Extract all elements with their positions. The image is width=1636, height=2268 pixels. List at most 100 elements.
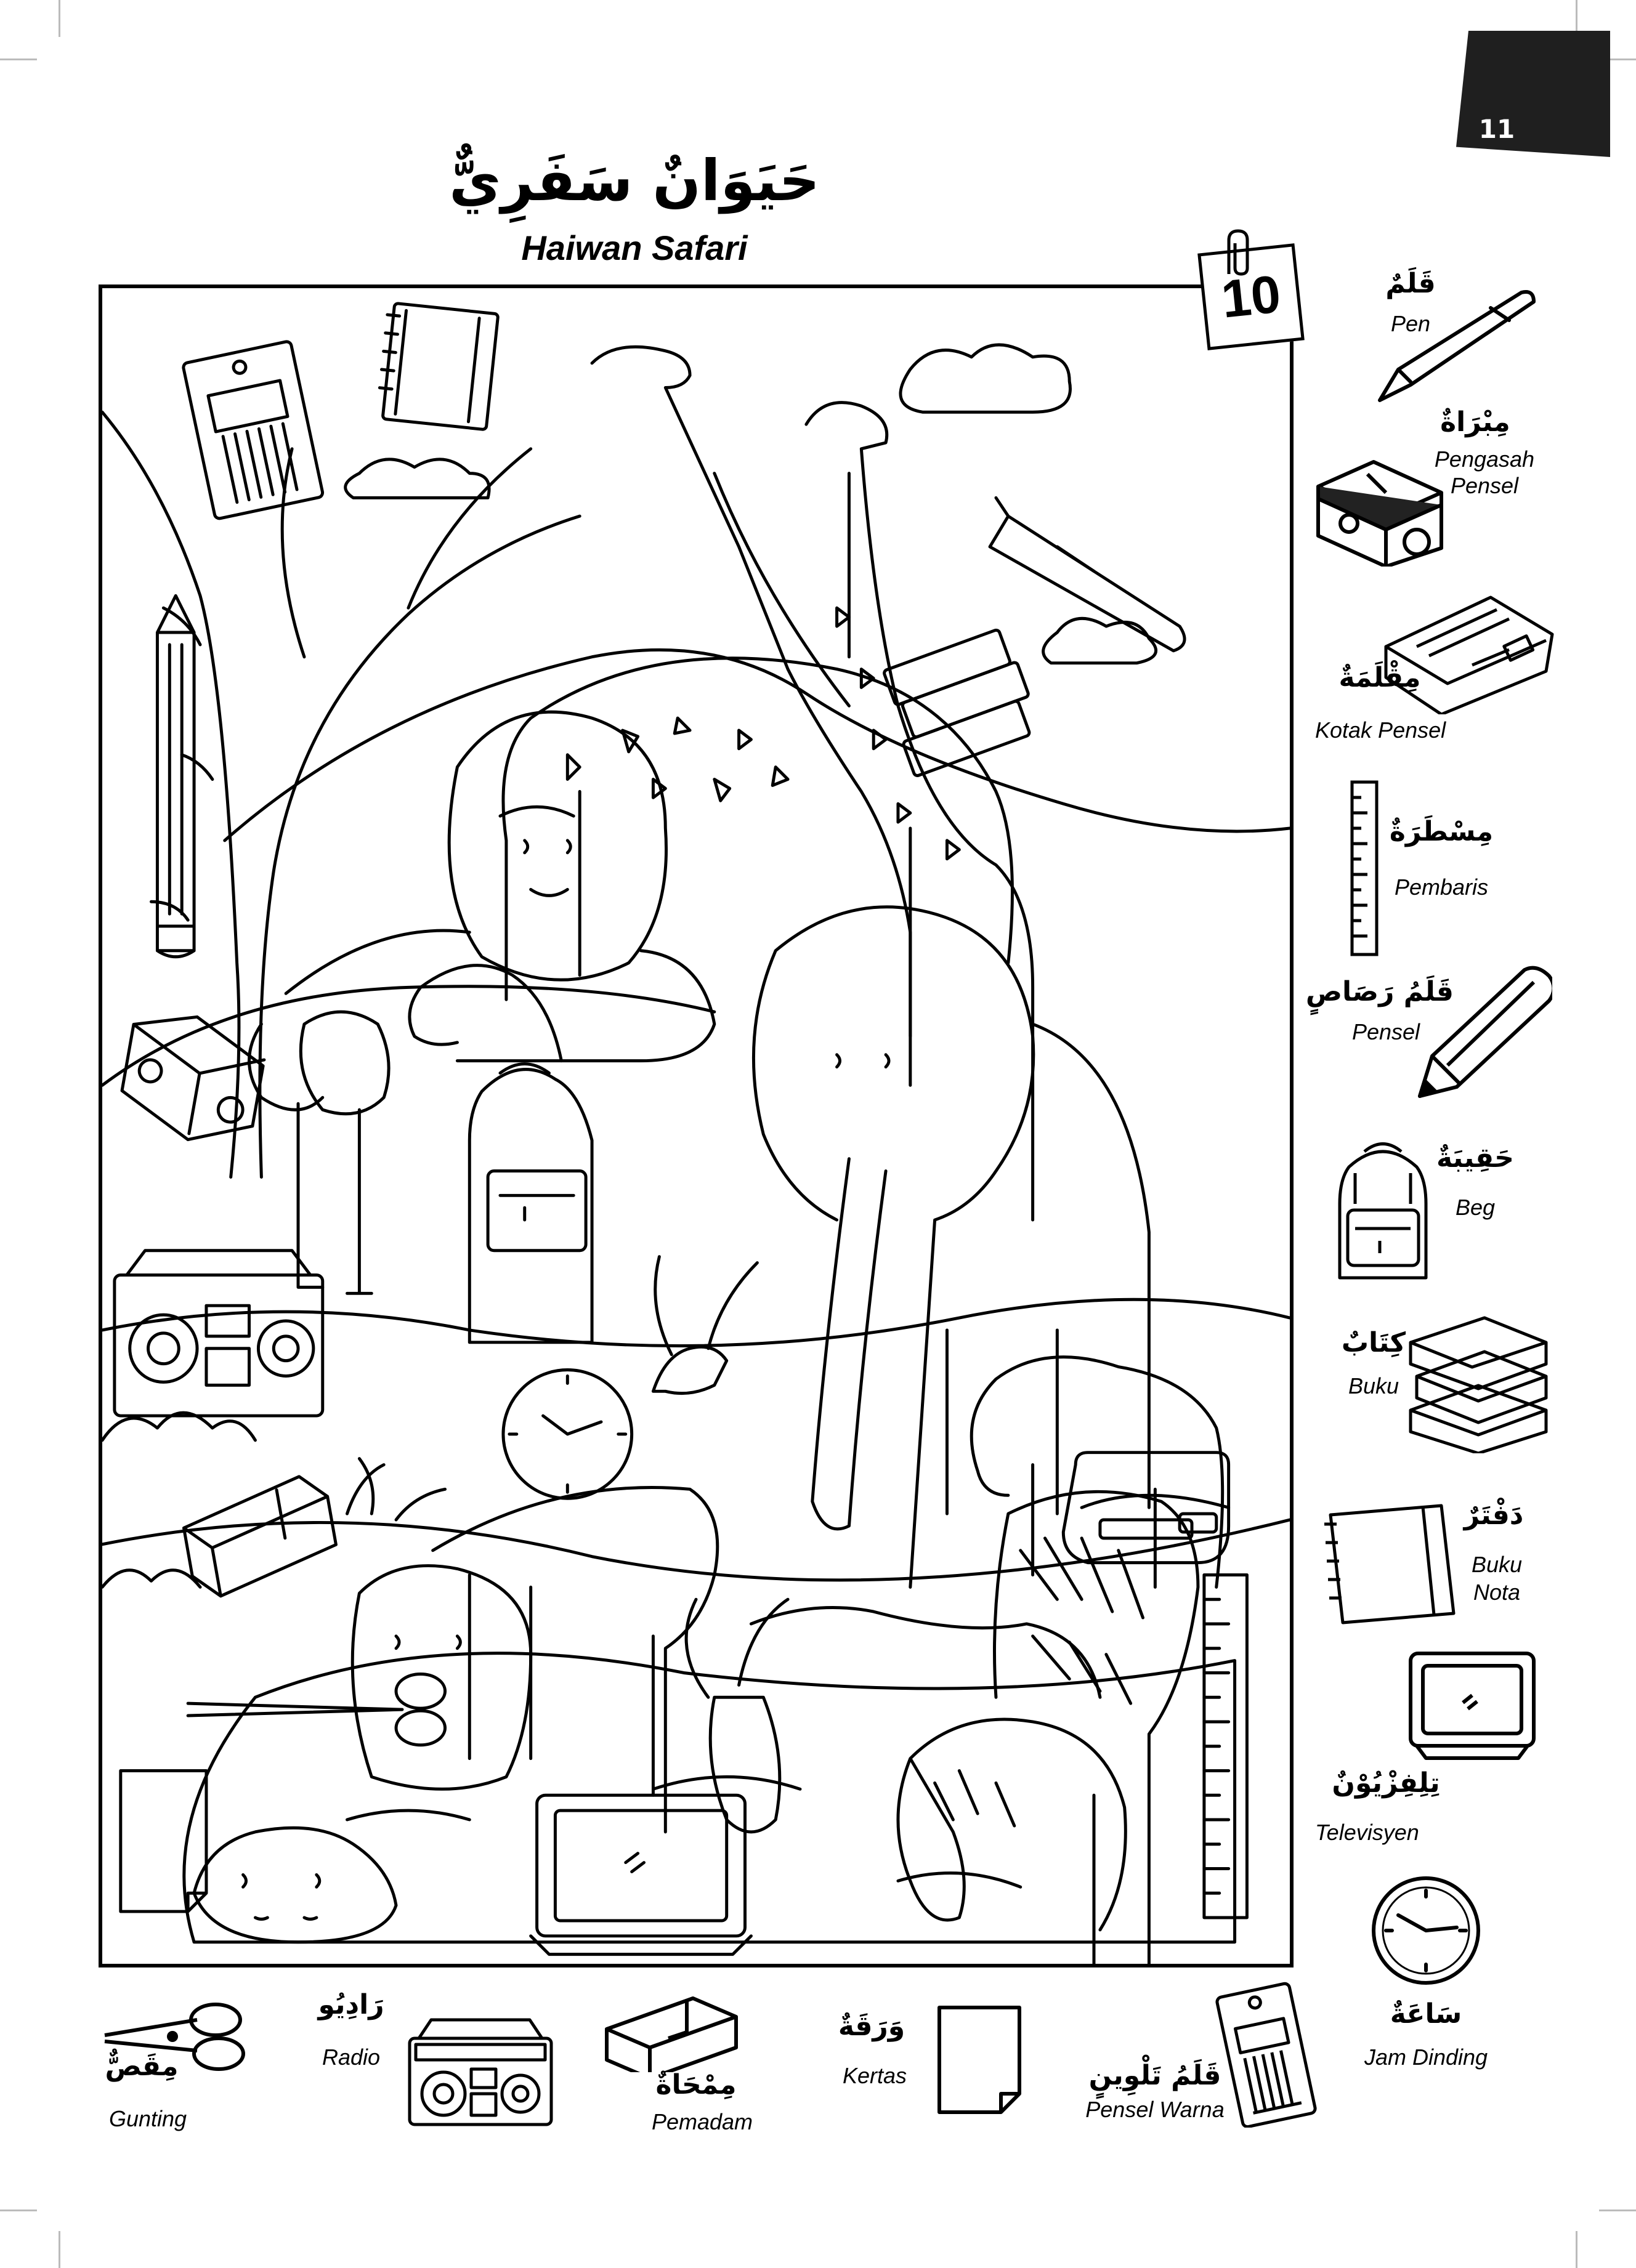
hippo-in-water	[192, 1826, 398, 1944]
notebook-icon	[1318, 1499, 1460, 1629]
bush	[102, 1411, 257, 1442]
books-icon	[1404, 1312, 1552, 1453]
hidden-backpack	[468, 1062, 594, 1344]
crop-mark	[1599, 2209, 1636, 2211]
title-arabic: حَيَوَانٌ سَفَرِيٌّ	[449, 148, 820, 214]
item-pencil-case-latin: Kotak Pensel	[1315, 717, 1446, 743]
hidden-radio	[113, 1249, 325, 1418]
hidden-eraser	[182, 1475, 338, 1598]
ruler-icon	[1349, 779, 1380, 958]
item-scissors-latin: Gunting	[108, 2106, 187, 2131]
crop-mark	[1576, 2231, 1577, 2268]
scissors-icon	[99, 1998, 253, 2072]
pen-icon	[1367, 280, 1552, 410]
hidden-television	[529, 1793, 753, 1956]
item-bag-latin: Beg	[1455, 1195, 1496, 1220]
giraffe-neck	[804, 401, 1035, 1222]
giraffe-neck	[590, 345, 912, 1087]
waterhole	[182, 1652, 1237, 1944]
zebra-stripes	[1019, 1536, 1144, 1705]
crop-mark	[0, 2209, 37, 2211]
item-sharpener-arabic: مِبْرَاةٌ	[1440, 406, 1510, 438]
lion-cub	[408, 964, 563, 1063]
grass	[346, 1457, 447, 1522]
paper-clip-icon	[1227, 229, 1249, 276]
title-latin: Haiwan Safari	[521, 228, 748, 267]
item-pencil-arabic: قَلَمُ رَصَاصٍ	[1305, 976, 1454, 1007]
hidden-scissors	[186, 1672, 447, 1747]
deer-drinking	[684, 1597, 1102, 1834]
gazelle-body	[431, 1486, 719, 1834]
safari-illustration	[102, 302, 1290, 1964]
crop-mark	[59, 0, 60, 37]
water-ripple	[346, 1775, 1022, 1889]
wall-clock-icon	[1367, 1872, 1484, 1989]
baby-elephant	[970, 1355, 1225, 1589]
gazelle-head	[651, 1255, 759, 1395]
cloud	[899, 343, 1072, 414]
hill-line	[223, 648, 1290, 842]
color-pencils-icon	[1204, 1980, 1327, 2128]
item-crayons-arabic: قَلَمُ تَلْوِينٍ	[1088, 2060, 1221, 2091]
item-ruler-latin: Pembaris	[1394, 874, 1489, 900]
hidden-books	[883, 628, 1031, 777]
item-ruler-arabic: مِسْطَرَةٌ	[1389, 816, 1494, 847]
item-notebook-arabic: دَفْتَرٌ	[1464, 1499, 1524, 1531]
sharpener-icon	[1312, 450, 1448, 567]
hippo	[350, 1564, 533, 1791]
item-pencil-latin: Pensel	[1351, 1019, 1420, 1044]
crop-mark	[1599, 59, 1636, 60]
hidden-notebook	[378, 302, 500, 431]
item-television-arabic: تِلِفِزْيُوْنٌ	[1332, 1767, 1440, 1799]
tree-trunk	[102, 410, 241, 1179]
item-crayons-latin: Pensel Warna	[1085, 2097, 1225, 2122]
elephant-body	[945, 1022, 1151, 1515]
pencil-case-icon	[1380, 591, 1558, 714]
tree-trunk	[258, 514, 581, 1179]
lion-body	[248, 929, 716, 1112]
item-paper-arabic: وَرَقَةٌ	[838, 2011, 905, 2042]
item-notebook-latin-2: Nota	[1473, 1580, 1521, 1605]
elephant-head	[751, 905, 1035, 1589]
lion-mane	[447, 710, 668, 982]
cloud	[344, 458, 491, 499]
hidden-pencil-case	[1061, 1451, 1231, 1565]
item-radio-latin: Radio	[322, 2044, 381, 2070]
item-clock-latin: Jam Dinding	[1364, 2044, 1488, 2070]
ground-line	[102, 1518, 1290, 1582]
item-bag-arabic: حَقِيبَةٌ	[1436, 1142, 1514, 1174]
television-icon	[1404, 1647, 1540, 1764]
ground-line	[102, 1297, 1290, 1347]
page-number: 11	[1478, 114, 1515, 144]
eraser-icon	[601, 1992, 742, 2072]
radio-icon	[407, 2014, 554, 2128]
item-pen-arabic: قَلَمٌ	[1385, 268, 1436, 299]
pencil-icon	[1411, 964, 1552, 1105]
item-sharpener-latin-1: Pengasah	[1434, 446, 1535, 472]
item-pen-latin: Pen	[1390, 311, 1431, 336]
item-eraser-latin: Pemadam	[651, 2109, 753, 2134]
elephant-trunk	[811, 1053, 891, 1531]
item-book-latin: Buku	[1348, 1373, 1399, 1398]
hidden-pencil	[155, 594, 196, 959]
item-paper-latin: Kertas	[842, 2063, 907, 2088]
item-clock-arabic: سَاعَةٌ	[1390, 1998, 1462, 2030]
tree-branch	[407, 447, 533, 610]
lion-face	[498, 805, 575, 897]
cloud	[1042, 616, 1157, 665]
crop-mark	[0, 59, 37, 60]
item-book-arabic: كِتَابٌ	[1341, 1327, 1406, 1358]
crop-mark	[1576, 0, 1577, 37]
hill-line	[102, 985, 716, 1087]
item-scissors-arabic: مِقَصٌّ	[105, 2051, 179, 2082]
item-radio-arabic: رَادِيُو	[318, 1989, 384, 2020]
zebra-drinking	[896, 1717, 1127, 1932]
crop-mark	[59, 2231, 60, 2268]
backpack-icon	[1330, 1136, 1435, 1284]
paper-icon	[933, 2001, 1026, 2115]
item-sharpener-latin-2: Pensel	[1450, 473, 1519, 498]
item-eraser-arabic: مِمْحَاةٌ	[655, 2069, 737, 2101]
giraffe-spots	[565, 716, 790, 802]
item-pencil-case-arabic: مِقْلَمَةٌ	[1338, 662, 1421, 693]
safari-scene	[99, 285, 1294, 1967]
